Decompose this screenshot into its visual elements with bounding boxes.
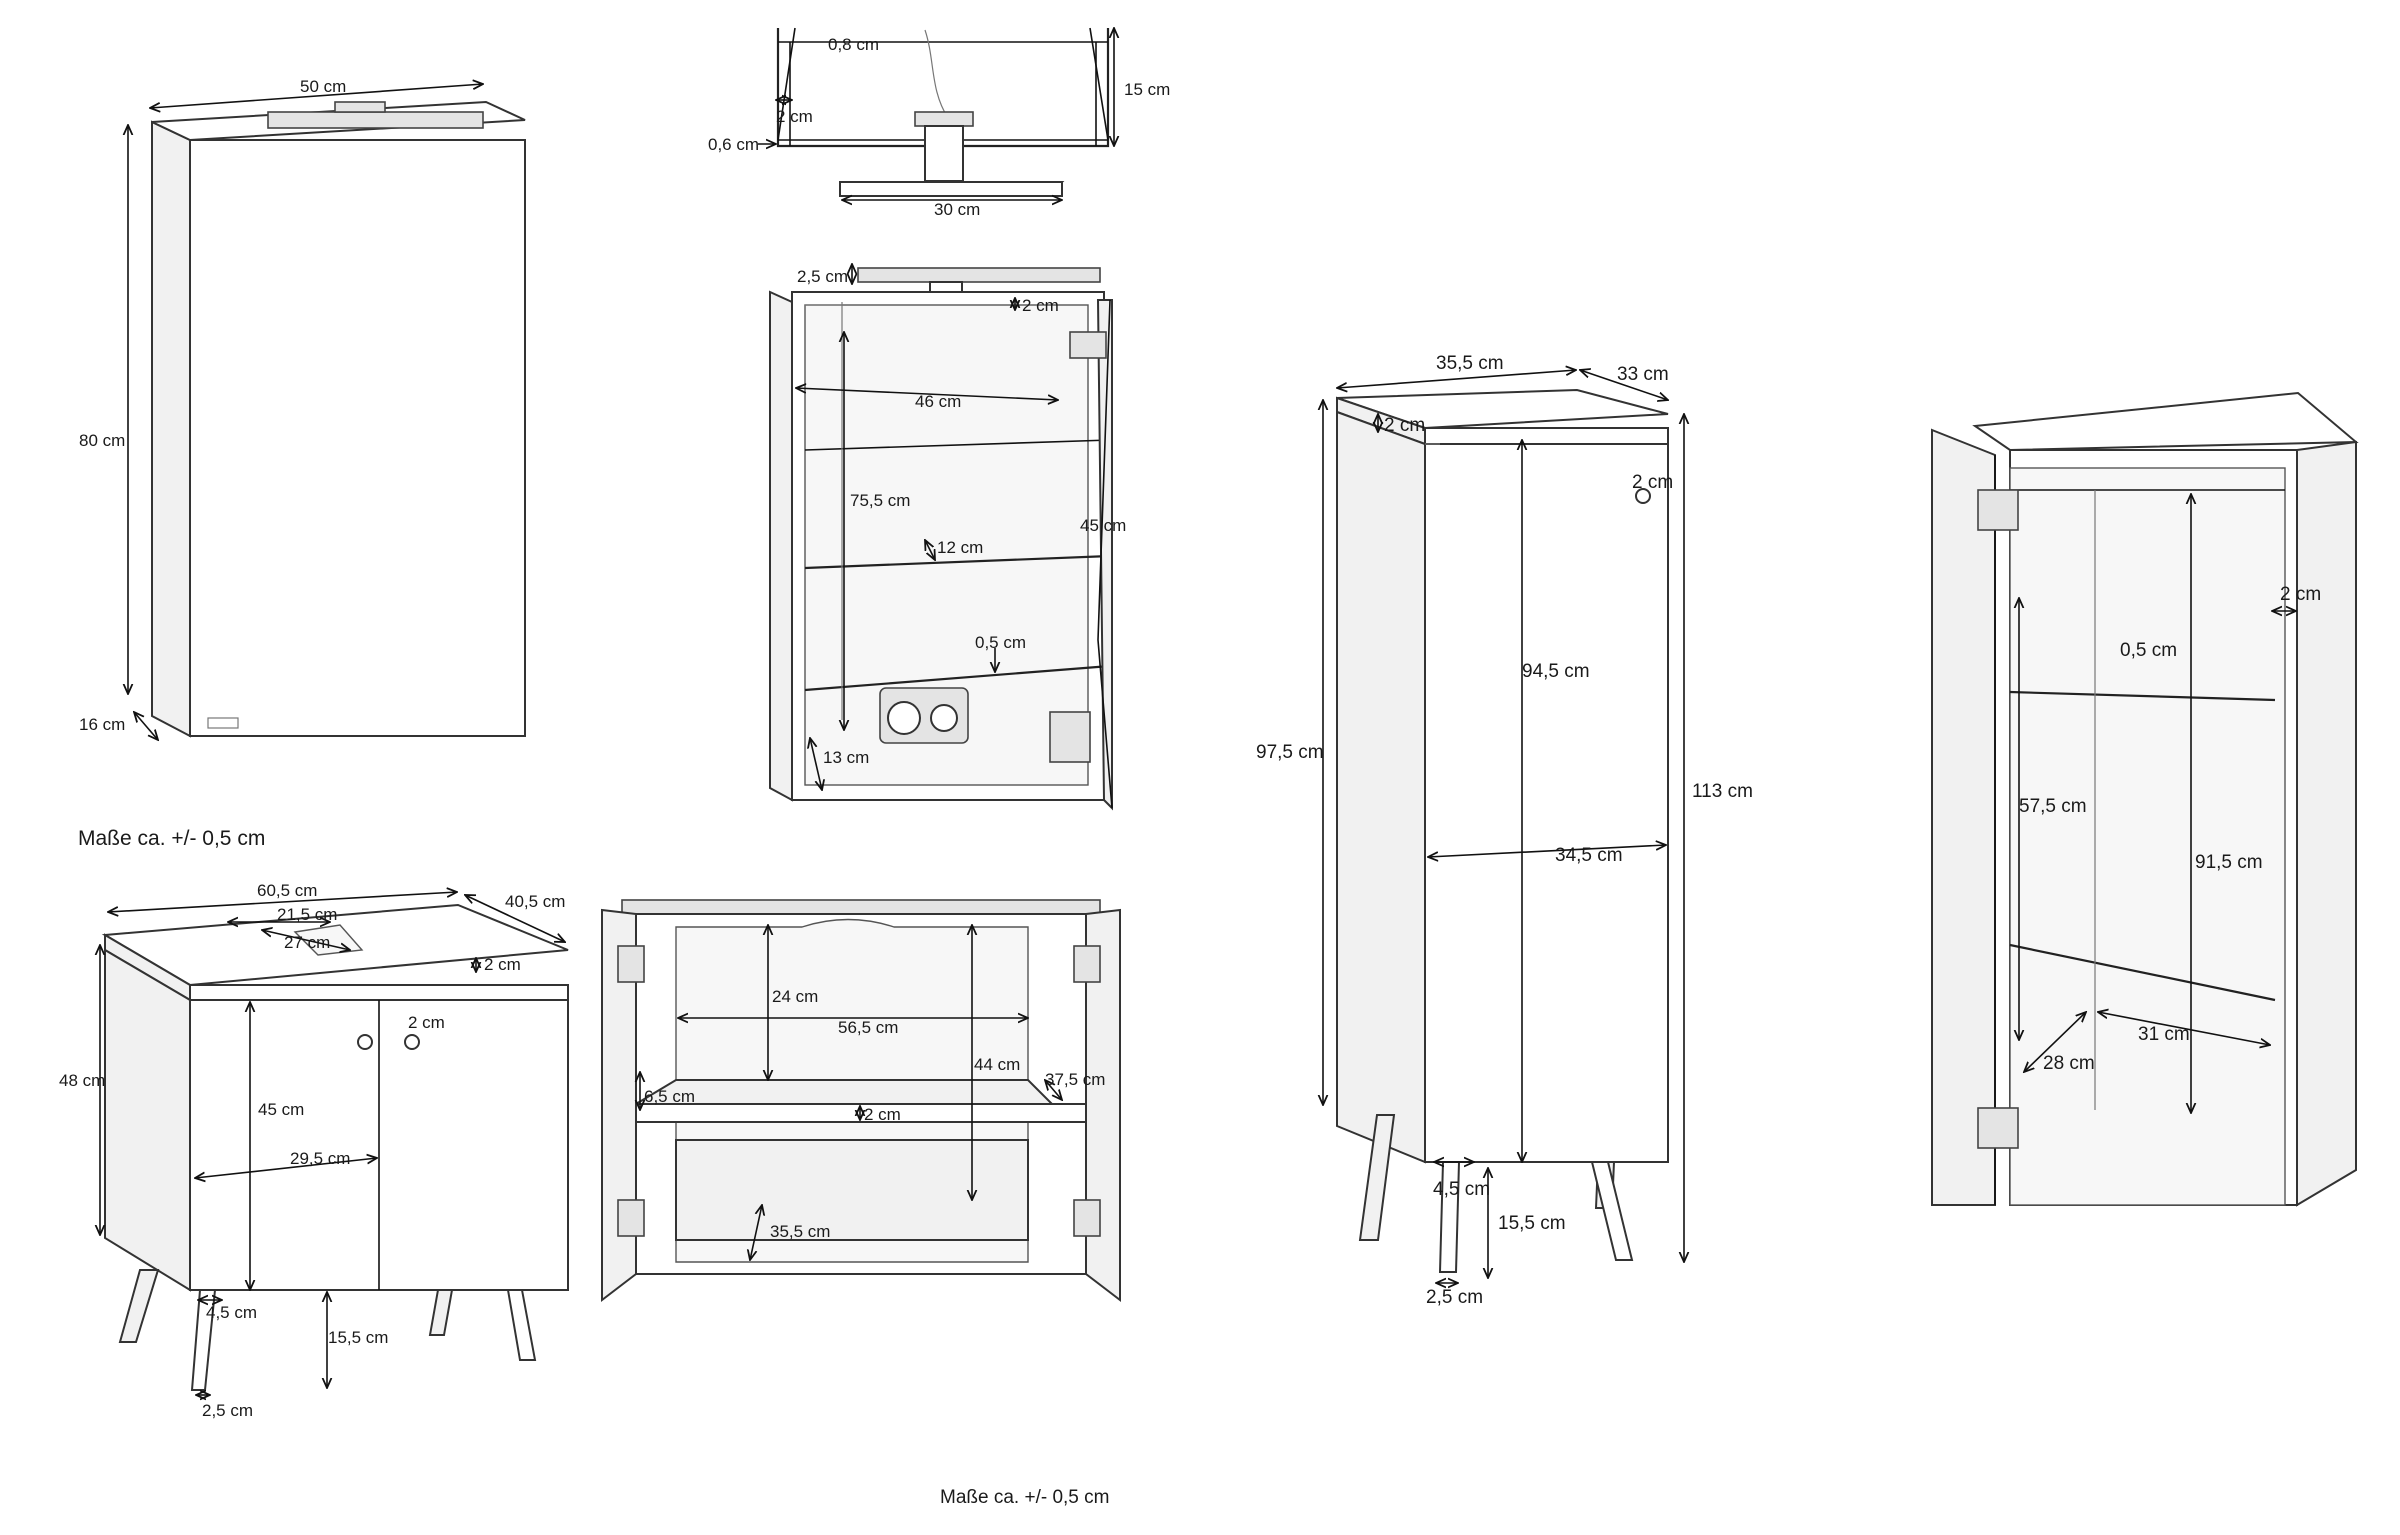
tall-leg-height-label: 15,5 cm xyxy=(1498,1213,1566,1234)
tall-door-width-label: 34,5 cm xyxy=(1555,845,1623,866)
tall-open-side-label: 2 cm xyxy=(2280,584,2321,605)
lamp-top-view xyxy=(758,28,1114,200)
tall-leg-offset-label: 4,5 cm xyxy=(1433,1179,1490,1200)
vanity-height-label: 48 cm xyxy=(59,1071,105,1090)
vanity-leg-offset-label: 4,5 cm xyxy=(206,1303,257,1322)
mirror-door-width-label: 45 cm xyxy=(1080,516,1126,535)
vanity-upper-label: 24 cm xyxy=(772,987,818,1006)
vanity-door-width-label: 29,5 cm xyxy=(290,1149,350,1168)
vanity-depth-label: 40,5 cm xyxy=(505,892,565,911)
tolerance-note-bottom: Maße ca. +/- 0,5 cm xyxy=(940,1487,1109,1508)
mirror-inner-width-label: 46 cm xyxy=(915,392,961,411)
tall-leg-width-label: 2,5 cm xyxy=(1426,1287,1483,1308)
vanity-shelf-label: 2 cm xyxy=(864,1105,901,1124)
vanity-knob-label: 2 cm xyxy=(408,1013,445,1032)
tall-open-inner-height-label: 91,5 cm xyxy=(2195,852,2263,873)
tall-knob-label: 2 cm xyxy=(1632,472,1673,493)
tall-top-label: 2 cm xyxy=(1384,415,1425,436)
vanity-open xyxy=(601,899,1121,1303)
tolerance-note-middle: Maße ca. +/- 0,5 cm xyxy=(78,827,265,850)
vanity-inner-width-label: 56,5 cm xyxy=(838,1018,898,1037)
vanity-side-label: 6,5 cm xyxy=(644,1087,695,1106)
vanity-cutout-depth-label: 27 cm xyxy=(284,933,330,952)
tall-body-height-label: 97,5 cm xyxy=(1256,742,1324,763)
tall-total-height-label: 113 cm xyxy=(1692,781,1753,802)
vanity-cutout-width-label: 21,5 cm xyxy=(277,905,337,924)
mirror-shelf-label: 0,5 cm xyxy=(975,633,1026,652)
tall-open-inner-width-label: 31 cm xyxy=(2138,1024,2190,1045)
vanity-closed xyxy=(100,892,569,1395)
mirror-cabinet-closed xyxy=(128,84,526,740)
tall-door-height-label: 94,5 cm xyxy=(1522,661,1590,682)
lamp-width-label: 30 cm xyxy=(934,200,980,219)
mirror-shelf-depth-label: 12 cm xyxy=(937,538,983,557)
lamp-depth-label: 15 cm xyxy=(1124,80,1170,99)
lamp-side-label: 2 cm xyxy=(776,107,813,126)
mirror-width-label: 50 cm xyxy=(300,77,346,96)
mirror-height-label: 80 cm xyxy=(79,431,125,450)
tall-cabinet-closed xyxy=(1323,370,1684,1283)
mirror-top-label: 2 cm xyxy=(1022,296,1059,315)
vanity-inner-height-label: 44 cm xyxy=(974,1055,1020,1074)
vanity-inner-depth-label: 37,5 cm xyxy=(1045,1070,1105,1089)
tall-open-lower-label: 57,5 cm xyxy=(2019,796,2087,817)
tall-open-shelf-label: 0,5 cm xyxy=(2120,640,2177,661)
tall-width-label: 35,5 cm xyxy=(1436,353,1504,374)
mirror-inner-height-label: 75,5 cm xyxy=(850,491,910,510)
mirror-bottom-label: 13 cm xyxy=(823,748,869,767)
vanity-top-label: 2 cm xyxy=(484,955,521,974)
lamp-panel-label: 0,6 cm xyxy=(708,135,759,154)
vanity-width-label: 60,5 cm xyxy=(257,881,317,900)
vanity-leg-height-label: 15,5 cm xyxy=(328,1328,388,1347)
mirror-depth-label: 16 cm xyxy=(79,715,125,734)
mirror-cabinet-open xyxy=(769,264,1113,811)
vanity-shelf-depth-label: 35,5 cm xyxy=(770,1222,830,1241)
lamp-glass-label: 0,8 cm xyxy=(828,35,879,54)
tall-cabinet-open xyxy=(1931,391,2359,1207)
mirror-lamp-height-label: 2,5 cm xyxy=(797,267,848,286)
tall-open-shelf-depth-label: 28 cm xyxy=(2043,1053,2095,1074)
vanity-leg-width-label: 2,5 cm xyxy=(202,1401,253,1420)
tall-depth-label: 33 cm xyxy=(1617,364,1669,385)
vanity-door-height-label: 45 cm xyxy=(258,1100,304,1119)
